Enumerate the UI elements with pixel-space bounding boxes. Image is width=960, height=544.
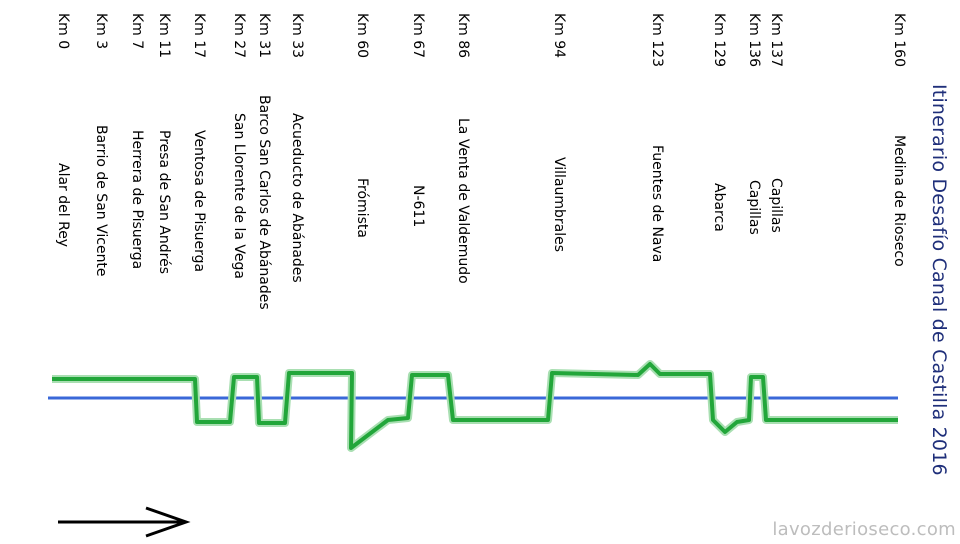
right-arrow-icon <box>58 506 191 538</box>
route-profile-line <box>52 362 898 450</box>
route-profile-glow <box>52 360 898 452</box>
watermark-text: lavozderioseco.com <box>772 519 956 540</box>
